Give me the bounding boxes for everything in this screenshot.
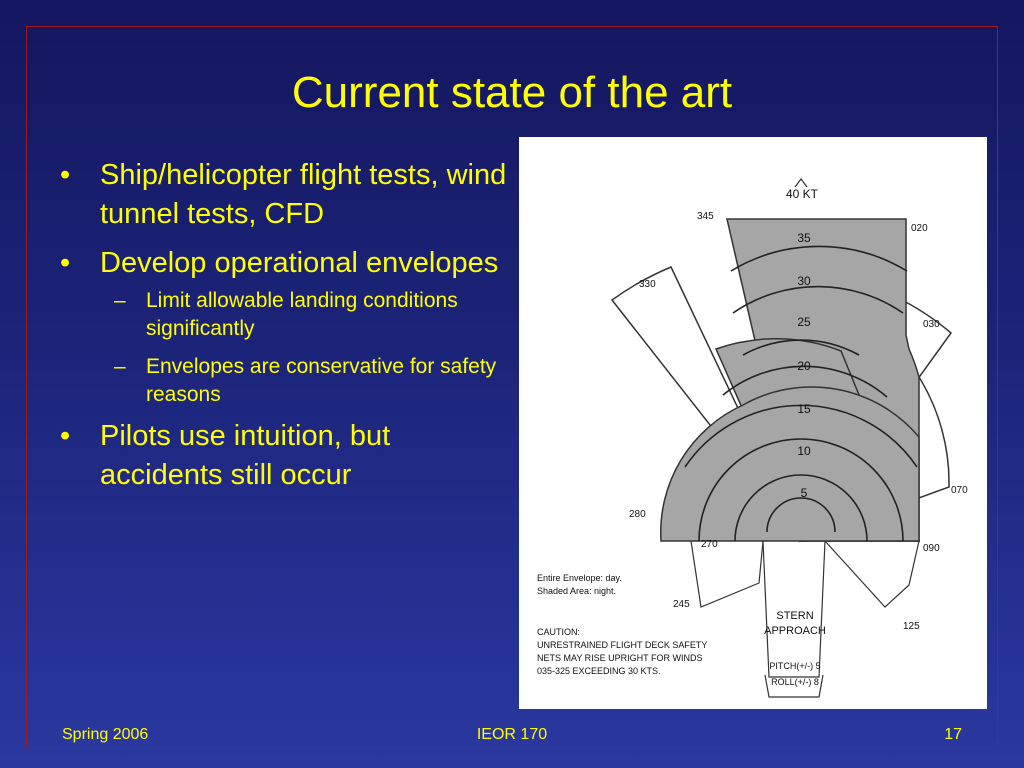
bearing-label: 345 bbox=[697, 211, 714, 222]
caution-line: 035-325 EXCEEDING 30 KTS. bbox=[537, 666, 661, 676]
stern-lines bbox=[690, 540, 920, 698]
bearing-label: 030 bbox=[923, 319, 940, 330]
stern-approach-label: STERN APPROACH bbox=[764, 610, 826, 637]
stern-line: APPROACH bbox=[764, 625, 826, 637]
code-line: ROLL(+/-) 8 bbox=[771, 677, 819, 687]
code-line: PITCH(+/-) 5 bbox=[769, 661, 820, 671]
caution-note: CAUTION: UNRESTRAINED FLIGHT DECK SAFETY… bbox=[537, 627, 707, 676]
bullet-item: Ship/helicopter flight tests, wind tunne… bbox=[58, 156, 520, 234]
slide-title: Current state of the art bbox=[291, 68, 733, 117]
bearing-label: 090 bbox=[923, 543, 940, 554]
wind-arrow-icon bbox=[794, 178, 808, 188]
bullet-item: Pilots use intuition, but accidents stil… bbox=[58, 417, 520, 495]
speed-rings bbox=[684, 245, 918, 542]
bullet-list: Ship/helicopter flight tests, wind tunne… bbox=[58, 156, 520, 505]
bearing-label: 280 bbox=[629, 509, 646, 520]
speed-label: 15 bbox=[797, 402, 811, 416]
bullet-item: Develop operational envelopes bbox=[58, 244, 520, 283]
footer-course: IEOR 170 bbox=[476, 726, 548, 743]
footer-date: Spring 2006 bbox=[62, 726, 149, 743]
bearing-label: 070 bbox=[951, 485, 968, 496]
bearing-labels: 345 020 330 030 070 280 270 090 245 125 bbox=[629, 211, 968, 632]
bearing-label: 270 bbox=[701, 539, 718, 550]
footer-page-number: 17 bbox=[944, 726, 962, 743]
speed-label: 25 bbox=[797, 315, 811, 329]
caution-line: CAUTION: bbox=[537, 627, 580, 637]
speed-label: 30 bbox=[797, 274, 811, 288]
figure-legend: Entire Envelope: day. Shaded Area: night… bbox=[537, 573, 622, 596]
caution-line: NETS MAY RISE UPRIGHT FOR WINDS bbox=[537, 653, 703, 663]
speed-label: 10 bbox=[797, 444, 811, 458]
pitch-roll-codes: PITCH(+/-) 5 ROLL(+/-) 8 bbox=[769, 661, 820, 687]
caution-line: UNRESTRAINED FLIGHT DECK SAFETY bbox=[537, 640, 707, 650]
speed-labels: 40 KT 35 30 25 20 15 10 5 bbox=[786, 187, 819, 500]
speed-label: 5 bbox=[801, 486, 808, 500]
speed-label: 35 bbox=[797, 231, 811, 245]
legend-line: Shaded Area: night. bbox=[537, 586, 616, 596]
legend-line: Entire Envelope: day. bbox=[537, 573, 622, 583]
sub-bullet-item: Envelopes are conservative for safety re… bbox=[58, 353, 520, 409]
bearing-label: 330 bbox=[639, 279, 656, 290]
speed-label: 20 bbox=[797, 359, 811, 373]
sub-bullet-item: Limit allowable landing conditions signi… bbox=[58, 287, 520, 343]
wind-envelope-diagram: 40 KT 35 30 25 20 15 10 5 345 020 330 03… bbox=[519, 137, 987, 709]
envelope-svg: 40 KT 35 30 25 20 15 10 5 345 020 330 03… bbox=[537, 178, 968, 698]
bearing-label: 020 bbox=[911, 223, 928, 234]
bearing-label: 125 bbox=[903, 621, 920, 632]
slide-frame bbox=[26, 26, 998, 748]
stern-line: STERN bbox=[776, 610, 813, 622]
bearing-label: 245 bbox=[673, 599, 690, 610]
speed-label-top: 40 KT bbox=[786, 187, 819, 201]
